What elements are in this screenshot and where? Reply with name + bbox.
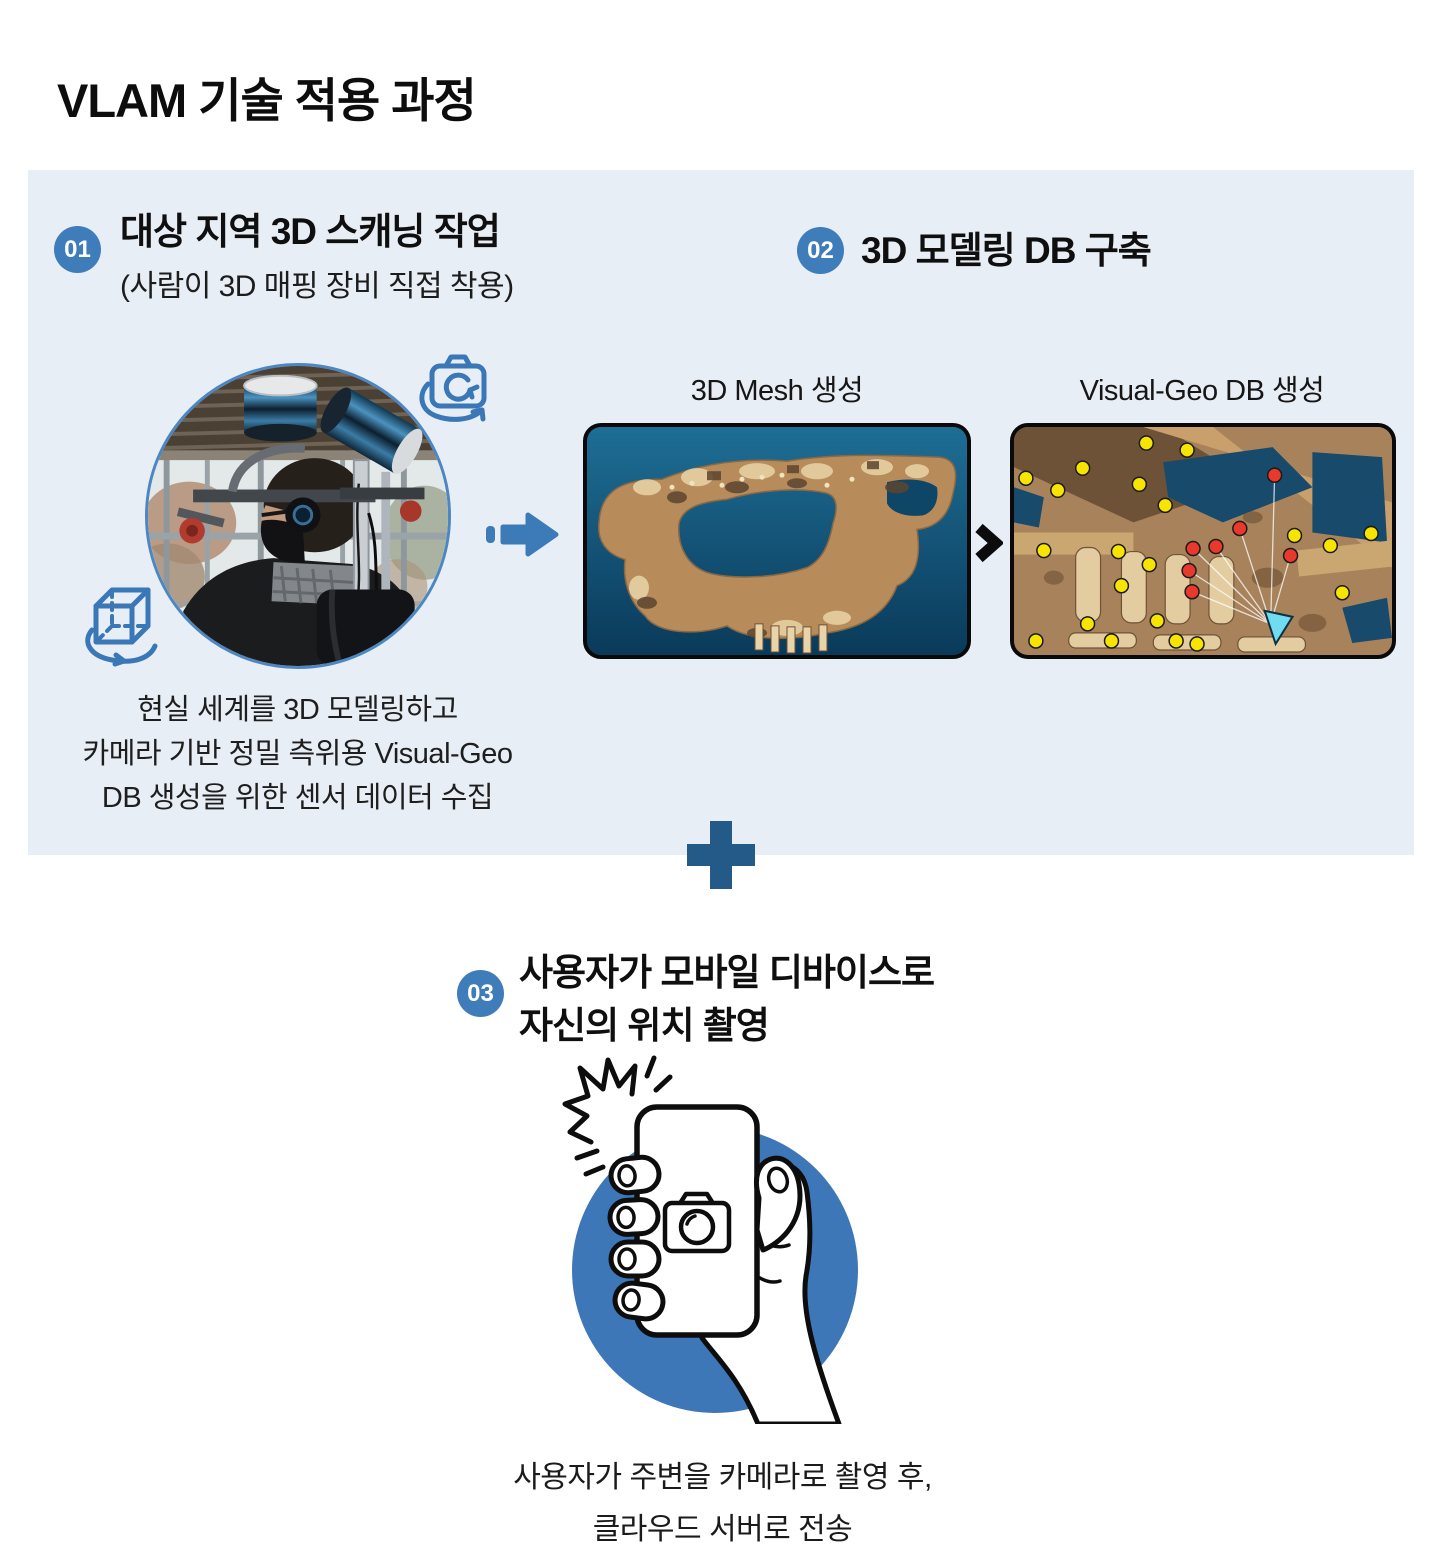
step1-title: 대상 지역 3D 스캐닝 작업 <box>120 211 501 252</box>
feature-point-yellow <box>1050 482 1066 499</box>
step3-header: 사용자가 모바일 디바이스로 자신의 위치 촬영 <box>519 946 935 1052</box>
arrow-right-icon <box>486 512 559 557</box>
feature-point-yellow <box>1103 633 1120 649</box>
feature-point-yellow <box>1157 497 1173 514</box>
chevron-right-icon <box>975 523 1003 563</box>
feature-point-yellow <box>1286 527 1303 544</box>
feature-point-red <box>1181 562 1197 579</box>
feature-point-yellow <box>1363 525 1379 542</box>
mesh-image-label: 3D Mesh 생성 <box>690 375 864 407</box>
step2-badge: 02 <box>797 227 844 274</box>
camera-icon <box>662 1191 732 1254</box>
camera-pose-marker <box>1263 609 1295 647</box>
scanning-equipment-photo <box>145 363 451 669</box>
feature-point-red <box>1208 538 1224 555</box>
feature-point-yellow <box>1189 636 1205 652</box>
step1-caption-line3: DB 생성을 위한 센서 데이터 수집 <box>101 782 494 814</box>
page-title: VLAM 기술 적용 과정 <box>57 74 477 127</box>
feature-point-yellow <box>1074 460 1091 476</box>
step3-title-line2: 자신의 위치 촬영 <box>519 1005 770 1046</box>
feature-point-yellow <box>1334 584 1350 601</box>
finger-tips <box>607 1154 666 1322</box>
scanning-photo-art <box>148 366 448 666</box>
camera-sync-icon <box>419 354 487 422</box>
feature-point-yellow <box>1113 577 1130 594</box>
feature-point-yellow <box>1168 633 1184 649</box>
phone-hand-illustration <box>562 1055 858 1424</box>
step1-caption-line1: 현실 세계를 3D 모델링하고 <box>137 694 458 726</box>
feature-point-yellow <box>1179 442 1195 458</box>
step1-caption-line2: 카메라 기반 정밀 측위용 Visual-Geo <box>82 738 513 770</box>
feature-point-red <box>1282 547 1299 564</box>
feature-point-red <box>1266 467 1283 483</box>
visual-geo-image <box>1010 423 1396 659</box>
feature-point-red <box>1185 540 1201 557</box>
feature-point-yellow <box>1141 556 1157 573</box>
cube-rotate-icon <box>85 587 158 667</box>
feature-point-yellow <box>1036 542 1052 559</box>
feature-point-yellow <box>1322 537 1339 554</box>
step1-caption: 현실 세계를 3D 모델링하고 카메라 기반 정밀 측위용 Visual-Geo… <box>55 688 540 820</box>
plus-icon <box>687 821 755 889</box>
feature-point-yellow <box>1110 543 1127 560</box>
step2-title: 3D 모델링 DB 구축 <box>861 230 1152 271</box>
feature-point-red <box>1184 583 1200 600</box>
step1-subtitle: (사람이 3D 매핑 장비 직접 착용) <box>120 269 514 303</box>
step1-badge: 01 <box>54 226 101 273</box>
feature-point-yellow <box>1131 476 1148 493</box>
feature-point-red <box>1232 520 1248 537</box>
step3-caption: 사용자가 주변을 카메라로 촬영 후, 클라우드 서버로 전송 <box>430 1452 1015 1556</box>
step3-caption-line2: 클라우드 서버로 전송 <box>592 1513 853 1546</box>
step1-header: 대상 지역 3D 스캐닝 작업 (사람이 3D 매핑 장비 직접 착용) <box>120 212 514 305</box>
feature-point-yellow <box>1028 633 1044 649</box>
step3-caption-line1: 사용자가 주변을 카메라로 촬영 후, <box>513 1461 932 1494</box>
visual-geo-image-label: Visual-Geo DB 생성 <box>1079 375 1325 407</box>
feature-point-yellow <box>1018 470 1034 487</box>
feature-point-yellow <box>1079 616 1096 632</box>
flash-burst-icon <box>562 1055 673 1177</box>
step3-title-line1: 사용자가 모바일 디바이스로 <box>519 952 935 993</box>
feature-point-yellow <box>1138 435 1155 451</box>
feature-point-yellow <box>1149 613 1165 629</box>
mesh-image <box>583 423 971 659</box>
step3-badge: 03 <box>457 970 504 1017</box>
thumb <box>754 1155 803 1253</box>
